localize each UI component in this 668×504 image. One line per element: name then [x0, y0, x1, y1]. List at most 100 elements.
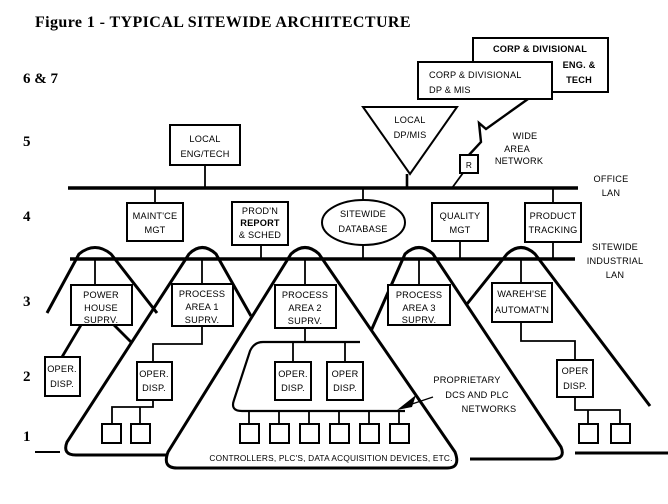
wan-label: AREA: [504, 144, 530, 154]
controller-node: [269, 423, 290, 444]
router-lan-link: [451, 172, 464, 189]
oper-disp-ph-label: DISP.: [50, 379, 74, 389]
controller-node: [578, 423, 599, 444]
diagram-title: Figure 1 - TYPICAL SITEWIDE ARCHITECTURE: [35, 14, 411, 31]
quality-label: MGT: [449, 225, 470, 235]
router-label: R: [466, 160, 472, 170]
office-lan-label: LAN: [602, 188, 620, 198]
controller-node: [610, 423, 631, 444]
router-box: [459, 154, 479, 174]
powerhouse-label: HOUSE: [84, 303, 118, 313]
area3-box: [387, 284, 451, 326]
local-engtech-box: [169, 124, 241, 166]
area1-label: AREA 1: [185, 302, 218, 312]
oper-disp-a1-box: [136, 361, 173, 401]
warehouse-oper-link: [520, 322, 576, 360]
corp-eng-tech-label: TECH: [566, 75, 592, 85]
prodn-label: PROD'N: [242, 206, 278, 216]
prodn-label: & SCHED: [239, 230, 281, 240]
level-label-5: 5: [23, 134, 31, 150]
area2-label: AREA 2: [288, 303, 321, 313]
local-dpmis-triangle: [361, 106, 459, 176]
industrial-lan-label: LAN: [606, 270, 624, 280]
area2-label: SUPRV.: [288, 316, 322, 326]
level-label-4: 4: [23, 209, 31, 225]
powerhouse-area-link: [113, 324, 132, 343]
controller-node: [101, 423, 122, 444]
oper-disp-a2-1-label: DISP.: [281, 383, 305, 393]
oper-disp-wh-label: OPER: [562, 366, 589, 376]
corp-dp-mis-box: [417, 61, 553, 100]
area2-network-trunk: [231, 340, 405, 413]
area2-controller-ticks: [248, 411, 400, 424]
office-lan-label: OFFICE: [594, 174, 629, 184]
wan-zigzag-link: [467, 98, 529, 157]
product-label: TRACKING: [528, 225, 577, 235]
corp-eng-tech-label: ENG. &: [563, 60, 596, 70]
process-area1-outline: [64, 246, 253, 457]
oper-disp-a2-2-label: DISP.: [333, 383, 357, 393]
proprietary-label: PROPRIETARY: [433, 375, 500, 385]
oper-disp-ph-label: OPER.: [47, 364, 77, 374]
warehouse-box: [491, 282, 553, 323]
quality-label: QUALITY: [440, 211, 481, 221]
controller-node: [299, 423, 320, 444]
industrial-lan-label: SITEWIDE: [592, 242, 638, 252]
controller-node: [239, 423, 260, 444]
local-dpmis-label: DP/MIS: [394, 130, 427, 140]
proprietary-label: DCS AND PLC: [445, 390, 509, 400]
process-area3-outline: [369, 246, 564, 461]
maintce-label: MAINT'CE: [133, 211, 178, 221]
powerhouse-box: [70, 284, 133, 326]
prodn-box: [231, 201, 289, 246]
controller-node: [389, 423, 410, 444]
level-label-3: 3: [23, 294, 31, 310]
network-area-outlines: [35, 246, 668, 470]
quality-box: [431, 202, 489, 242]
controllers-footer-label: CONTROLLERS, PLC'S, DATA ACQUISITION DEV…: [209, 453, 452, 463]
product-tracking-box: [524, 202, 582, 243]
oper-disp-a1-label: OPER.: [139, 369, 169, 379]
sitewide-database-ellipse: [321, 199, 406, 246]
oper-disp-wh-label: DISP.: [563, 381, 587, 391]
oper-disp-ph-box: [44, 356, 81, 397]
local-engtech-label: ENG/TECH: [180, 149, 229, 159]
oper-disp-a2-2-label: OPER: [332, 369, 359, 379]
area1-oper-link: [152, 326, 203, 362]
powerhouse-label: POWER: [83, 290, 119, 300]
maintce-label: MGT: [144, 225, 165, 235]
area1-label: SUPRV.: [185, 315, 219, 325]
warehouse-controllers-link: [574, 397, 621, 424]
local-dpmis-label: LOCAL: [394, 115, 425, 125]
proprietary-label: NETWORKS: [462, 404, 517, 414]
database-label: SITEWIDE: [340, 209, 386, 219]
warehouse-label: WAREH'SE: [497, 289, 546, 299]
maintce-box: [126, 202, 184, 242]
level-labels: 6 & 7 5 4 3 2 1: [23, 71, 58, 445]
area2-label: PROCESS: [282, 290, 328, 300]
controller-node: [359, 423, 380, 444]
proprietary-arrow: [397, 395, 434, 410]
oper-disp-a2-1-label: OPER.: [278, 369, 308, 379]
powerhouse-oper-link: [60, 324, 83, 358]
level-label-1: 1: [23, 429, 31, 445]
warehouse-label: AUTOMAT'N: [495, 305, 549, 315]
level-label-67: 6 & 7: [23, 71, 58, 87]
oper-disp-a2-2-box: [326, 361, 364, 401]
local-engtech-label: LOCAL: [189, 134, 220, 144]
controller-node: [130, 423, 151, 444]
product-label: PRODUCT: [530, 211, 577, 221]
prodn-label: REPORT: [240, 218, 280, 228]
process-area2-outline: [164, 246, 459, 470]
area3-label: SUPRV.: [402, 315, 436, 325]
wan-label: WIDE: [513, 131, 538, 141]
area1-label: PROCESS: [179, 289, 225, 299]
industrial-lan-label: INDUSTRIAL: [587, 256, 644, 266]
node-labels: CORP & DIVISIONAL ENG. & TECH CORP & DIV…: [47, 44, 643, 463]
powerhouse-area-outline: [45, 246, 159, 314]
wan-label: NETWORK: [495, 156, 544, 166]
controller-node: [329, 423, 350, 444]
area3-label: AREA 3: [402, 303, 435, 313]
area3-label: PROCESS: [396, 290, 442, 300]
